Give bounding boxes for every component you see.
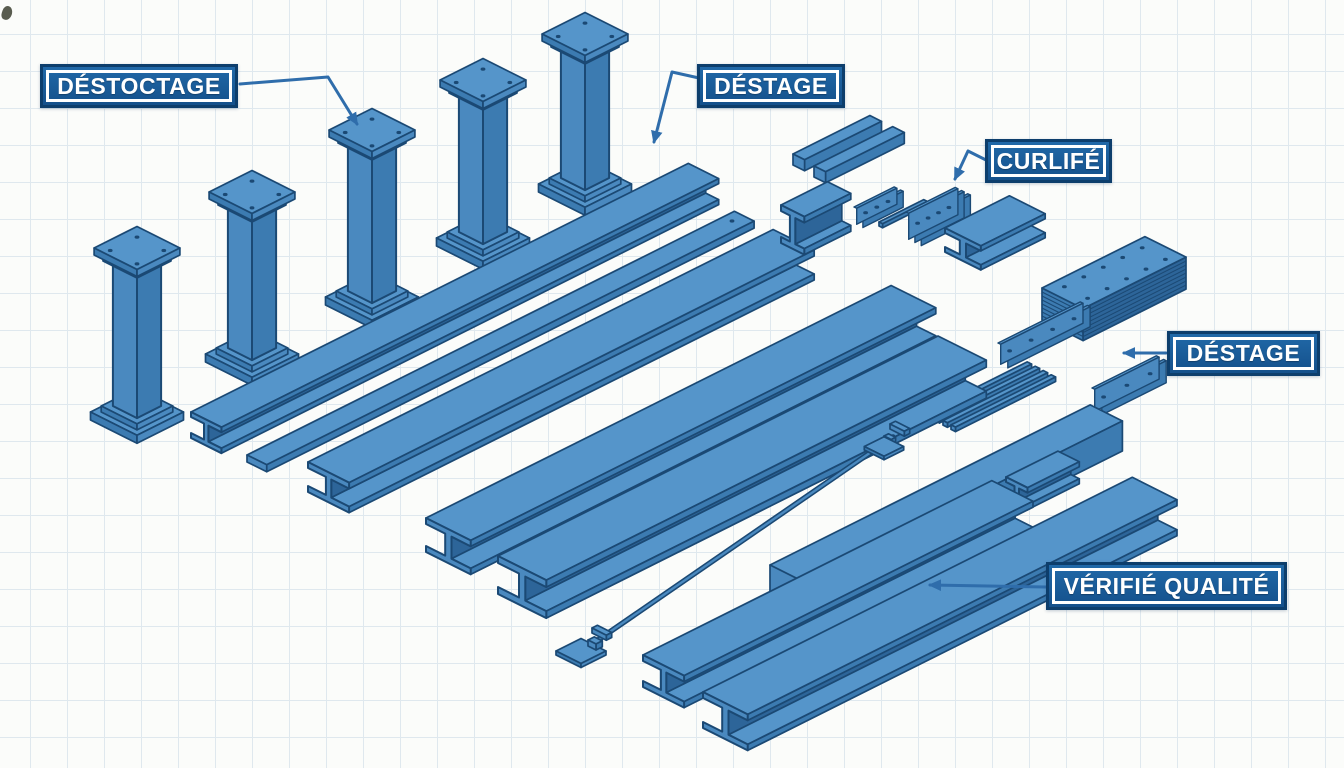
leader-verifie-qualite <box>928 579 1048 592</box>
square-bar-1 <box>792 114 883 172</box>
tie-rod <box>555 420 911 669</box>
label-text: VÉRIFIÉ QUALITÉ <box>1063 572 1270 599</box>
label-text: DÉSTAGE <box>1186 340 1301 366</box>
flat-bar <box>246 210 755 473</box>
label-text: DÉSTOCTAGE <box>57 72 221 99</box>
label-destage-right: DÉSTAGE <box>1167 331 1320 376</box>
splice-plates-long <box>997 301 1091 369</box>
label-verifie-qualite: VÉRIFIÉ QUALITÉ <box>1046 562 1287 610</box>
label-text: DÉSTAGE <box>714 72 828 99</box>
i-beam-stub-3 <box>1005 450 1081 511</box>
steel-column-5 <box>537 11 633 217</box>
i-beam-2 <box>307 228 816 514</box>
leader-curlife <box>953 149 988 181</box>
steel-column-3 <box>324 107 420 330</box>
steel-column-1 <box>89 225 185 445</box>
steel-column-4 <box>435 57 531 271</box>
label-curlife: CURLIFÉ <box>985 139 1112 183</box>
splice-plates-medium <box>905 186 972 247</box>
leader-destage-top <box>651 70 701 144</box>
splice-plates-small <box>853 186 904 229</box>
square-bar-2 <box>813 125 906 184</box>
label-text: CURLIFÉ <box>996 147 1101 174</box>
i-beam-stub-1 <box>944 194 1047 271</box>
leader-lines <box>238 70 1168 592</box>
splice-plates-right <box>1091 355 1167 416</box>
i-beam-1 <box>190 162 720 455</box>
i-beam-stub-2 <box>780 180 852 256</box>
label-destage-top: DÉSTAGE <box>697 64 845 108</box>
steel-column-2 <box>204 169 300 387</box>
leader-destoctage <box>238 75 359 126</box>
label-destoctage: DÉSTOCTAGE <box>40 64 238 108</box>
